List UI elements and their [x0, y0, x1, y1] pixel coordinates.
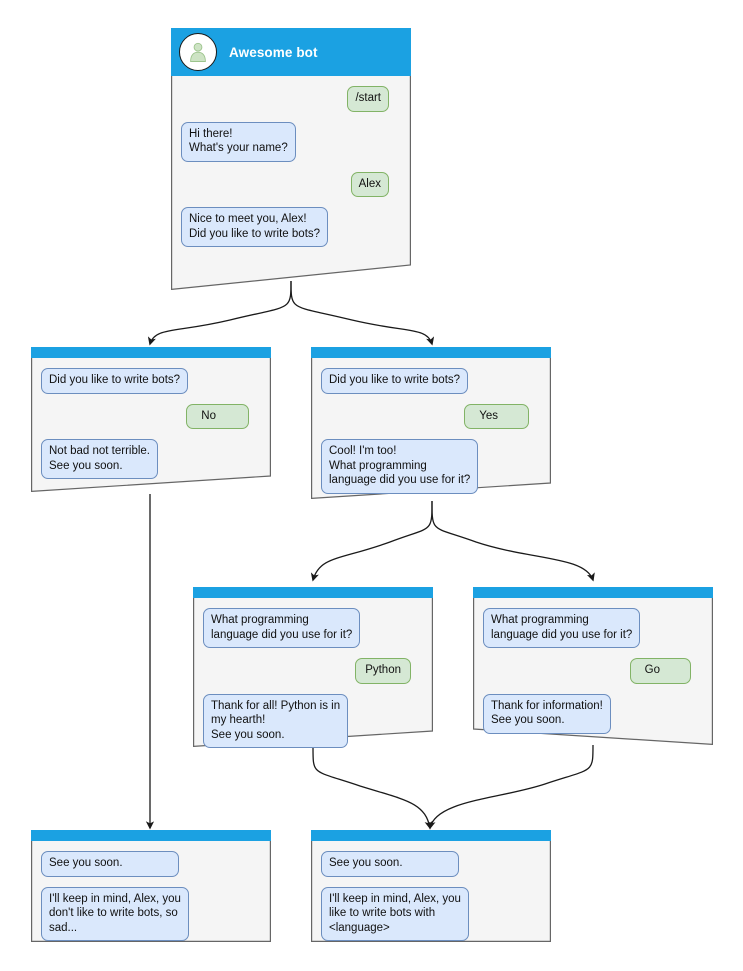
node-yes-branch-header	[311, 347, 551, 358]
message-row: Go	[483, 658, 703, 684]
node-end-yes-messages: See you soon. I'll keep in mind, Alex, y…	[311, 841, 551, 941]
node-root[interactable]: Awesome bot /start Hi there! What's your…	[171, 28, 411, 290]
message-row: Yes	[321, 403, 541, 429]
message-row: Cool! I'm too! What programming language…	[321, 439, 541, 494]
bot-message-bubble: Thank for information! See you soon.	[483, 693, 611, 734]
edge-yes-to-python	[310, 500, 433, 582]
message-row: No	[41, 403, 261, 429]
node-go-branch[interactable]: What programming language did you use fo…	[473, 587, 713, 745]
message-row: /start	[181, 86, 401, 112]
message-row: Did you like to write bots?	[41, 368, 261, 394]
message-row: What programming language did you use fo…	[483, 608, 703, 648]
message-row: I'll keep in mind, Alex, you like to wri…	[321, 886, 541, 941]
person-avatar-icon	[179, 33, 217, 71]
bot-message-bubble: What programming language did you use fo…	[483, 608, 641, 648]
node-yes-branch[interactable]: Did you like to write bots? Yes Cool! I'…	[311, 347, 551, 499]
message-row: Thank for information! See you soon.	[483, 693, 703, 734]
bot-message-bubble: Hi there! What's your name?	[181, 121, 296, 162]
user-message-bubble: Python	[355, 658, 411, 684]
node-end-no-header	[31, 830, 271, 841]
edge-go-to-end-yes	[427, 744, 594, 830]
bot-message-bubble: What programming language did you use fo…	[203, 608, 361, 648]
user-message-bubble: Alex	[350, 171, 389, 197]
user-message-bubble: Yes	[464, 403, 529, 429]
user-message-bubble: Go	[629, 658, 691, 684]
bot-message-bubble: Nice to meet you, Alex! Did you like to …	[181, 207, 329, 247]
node-end-no-content: See you soon. I'll keep in mind, Alex, y…	[31, 830, 271, 951]
node-python-branch-content: What programming language did you use fo…	[193, 587, 433, 758]
node-no-branch-header	[31, 347, 271, 358]
bot-message-bubble: See you soon.	[321, 851, 459, 877]
edge-python-to-end-yes	[312, 747, 433, 830]
node-python-branch-messages: What programming language did you use fo…	[193, 598, 433, 748]
message-row: Python	[203, 658, 423, 684]
message-row: See you soon.	[321, 851, 541, 877]
message-row: Nice to meet you, Alex! Did you like to …	[181, 207, 401, 247]
bot-message-bubble: Did you like to write bots?	[321, 368, 469, 394]
message-row: Did you like to write bots?	[321, 368, 541, 394]
user-message-bubble: No	[186, 403, 249, 429]
message-row: What programming language did you use fo…	[203, 608, 423, 648]
edge-root-to-yes	[290, 280, 435, 346]
message-row: Thank for all! Python is in my hearth! S…	[203, 693, 423, 748]
bot-message-bubble: I'll keep in mind, Alex, you don't like …	[41, 886, 189, 941]
node-python-branch[interactable]: What programming language did you use fo…	[193, 587, 433, 748]
message-row: Alex	[181, 171, 401, 197]
node-root-content: Awesome bot /start Hi there! What's your…	[171, 28, 411, 257]
avatar-glyph	[190, 42, 206, 62]
node-root-messages: /start Hi there! What's your name? Alex …	[171, 76, 411, 247]
bot-message-bubble: Did you like to write bots?	[41, 368, 189, 394]
edge-yes-to-go	[431, 500, 595, 582]
node-end-no-messages: See you soon. I'll keep in mind, Alex, y…	[31, 841, 271, 941]
bot-title: Awesome bot	[229, 44, 318, 60]
bot-message-bubble: Cool! I'm too! What programming language…	[321, 439, 479, 494]
node-end-yes[interactable]: See you soon. I'll keep in mind, Alex, y…	[311, 830, 551, 942]
node-python-branch-header	[193, 587, 433, 598]
node-no-branch-messages: Did you like to write bots? No Not bad n…	[31, 358, 271, 479]
node-end-yes-header	[311, 830, 551, 841]
node-end-yes-content: See you soon. I'll keep in mind, Alex, y…	[311, 830, 551, 951]
bot-message-bubble: Not bad not terrible. See you soon.	[41, 439, 159, 479]
user-message-bubble: /start	[347, 86, 389, 112]
bot-message-bubble: See you soon.	[41, 851, 179, 877]
node-no-branch-content: Did you like to write bots? No Not bad n…	[31, 347, 271, 489]
bot-message-bubble: I'll keep in mind, Alex, you like to wri…	[321, 886, 469, 941]
node-end-no[interactable]: See you soon. I'll keep in mind, Alex, y…	[31, 830, 271, 942]
node-go-branch-content: What programming language did you use fo…	[473, 587, 713, 744]
message-row: See you soon.	[41, 851, 261, 877]
message-row: I'll keep in mind, Alex, you don't like …	[41, 886, 261, 941]
node-yes-branch-content: Did you like to write bots? Yes Cool! I'…	[311, 347, 551, 504]
node-yes-branch-messages: Did you like to write bots? Yes Cool! I'…	[311, 358, 551, 494]
message-row: Hi there! What's your name?	[181, 121, 401, 162]
edge-root-to-no	[147, 280, 292, 346]
node-go-branch-header	[473, 587, 713, 598]
node-go-branch-messages: What programming language did you use fo…	[473, 598, 713, 734]
bot-message-bubble: Thank for all! Python is in my hearth! S…	[203, 693, 349, 748]
message-row: Not bad not terrible. See you soon.	[41, 439, 261, 479]
node-root-header: Awesome bot	[171, 28, 411, 76]
node-no-branch[interactable]: Did you like to write bots? No Not bad n…	[31, 347, 271, 492]
